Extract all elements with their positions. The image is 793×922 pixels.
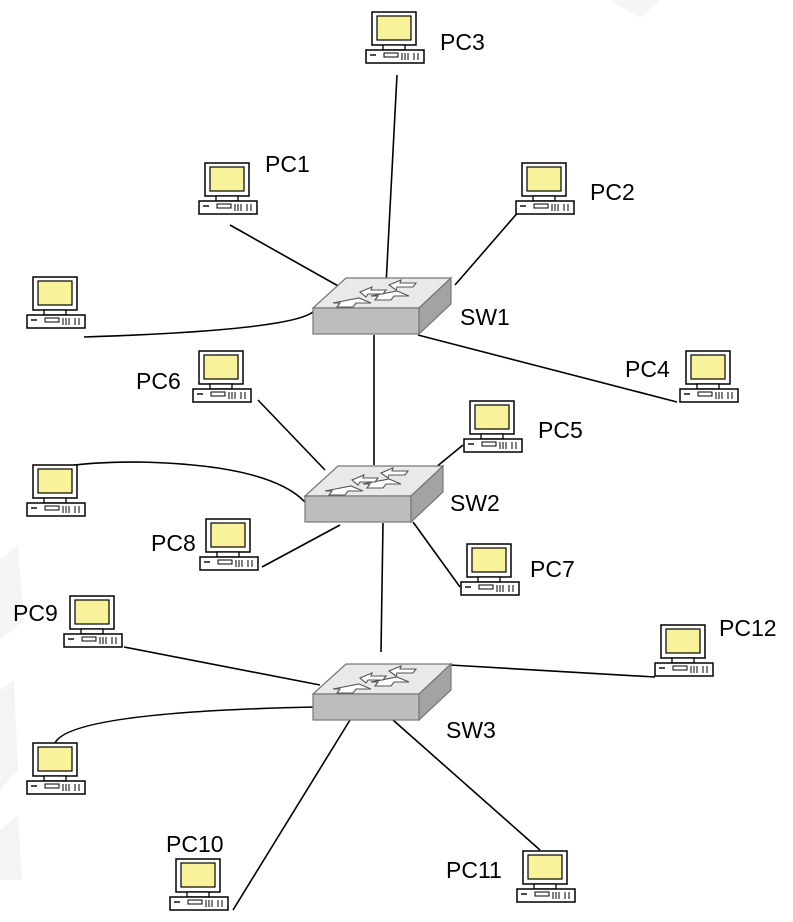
link-sw2-pc7	[412, 521, 461, 588]
pc-label-pc12: PC12	[719, 615, 777, 641]
pc-icon-pc5	[463, 400, 523, 453]
pc-label-pc11: PC11	[446, 857, 502, 883]
pc-label-pc8: PC8	[151, 530, 196, 556]
pc-label-pc4: PC4	[625, 356, 670, 382]
pc-label-pc5: PC5	[538, 417, 583, 443]
pc-icon-pc11	[516, 850, 576, 903]
switch-sw3	[312, 663, 452, 721]
link-pcu3-sw3	[54, 706, 316, 744]
pc-icon-pc8	[199, 518, 259, 571]
pc-icon-unlabeled-sw1	[26, 276, 86, 329]
pc-icon-pc9	[63, 595, 123, 648]
pc-icon-unlabeled-sw2	[26, 464, 86, 517]
link-pc3-sw1	[385, 74, 398, 286]
pc-label-pc7: PC7	[530, 556, 575, 582]
switch-label-sw2: SW2	[450, 490, 500, 516]
pc-label-pc2: PC2	[590, 179, 635, 205]
pc-label-pc6: PC6	[136, 368, 181, 394]
link-pc5-sw2	[434, 444, 464, 469]
link-pc9-sw3	[123, 646, 321, 686]
pc-icon-pc6	[192, 350, 252, 403]
pc-icon-pc1	[198, 162, 258, 215]
link-sw2-sw3	[380, 522, 384, 653]
link-pc6-sw2	[257, 399, 326, 471]
switch-label-sw1: SW1	[460, 304, 510, 330]
pc-icon-pc4	[679, 350, 739, 403]
pc-icon-pc7	[460, 543, 520, 596]
pc-label-pc3: PC3	[440, 29, 485, 55]
links	[34, 74, 678, 911]
pc-icon-pc10	[169, 858, 229, 911]
pc-label-pc1: PC1	[265, 151, 310, 177]
switch-sw1	[312, 277, 452, 335]
link-pc1-sw1	[229, 224, 341, 288]
link-sw1-pc4	[417, 334, 678, 403]
switch-sw2	[304, 465, 444, 523]
switch-label-sw3: SW3	[446, 717, 496, 743]
pc-icon-pc3	[365, 11, 425, 64]
link-pc8-sw2	[261, 524, 341, 568]
pc-label-pc10: PC10	[166, 831, 224, 857]
pc-label-pc9: PC9	[13, 600, 58, 626]
watermark-shape	[0, 0, 660, 880]
pc-icon-pc12	[654, 624, 714, 677]
pc-icon-pc2	[515, 162, 575, 215]
pc-icon-unlabeled-sw3	[26, 742, 86, 795]
link-sw3-pc11	[392, 719, 541, 851]
link-pc2-sw1	[454, 209, 521, 286]
link-sw3-pc10	[232, 719, 351, 911]
link-pcu1-sw1	[83, 309, 316, 338]
link-sw3-pc12	[449, 664, 656, 678]
